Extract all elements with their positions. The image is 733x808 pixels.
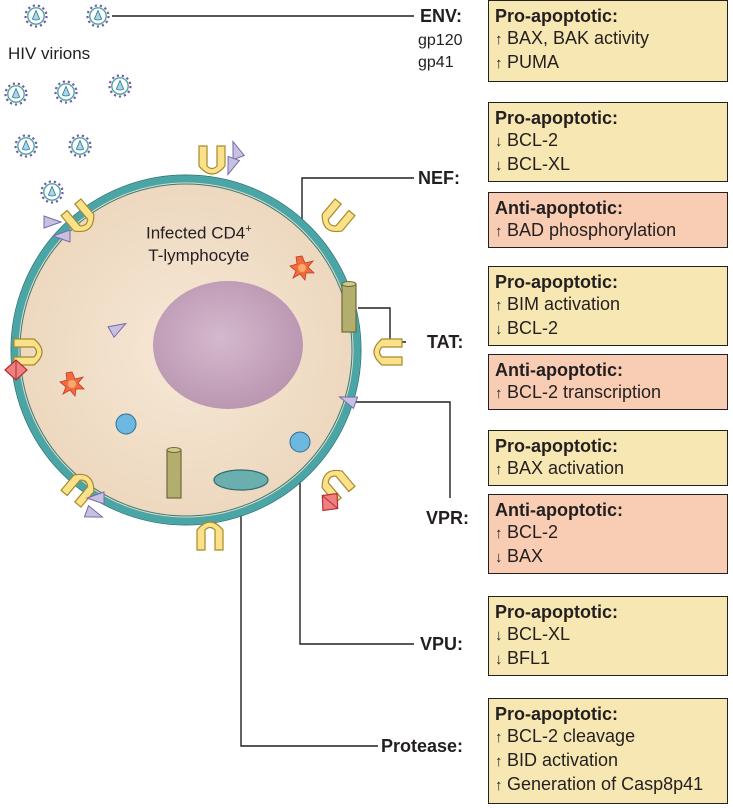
nef-anti-box: Anti-apoptotic: ↑BAD phosphorylation	[488, 192, 728, 248]
protease-label: Protease:	[381, 736, 464, 756]
cell-label-line1: Infected CD4	[146, 223, 246, 243]
arrow-down-icon: ↓	[495, 157, 503, 174]
tat-pro-title: Pro-apoptotic:	[495, 272, 618, 292]
arrow-up-icon: ↑	[495, 753, 503, 770]
arrow-up-icon: ↑	[495, 31, 503, 48]
nef-anti-title: Anti-apoptotic:	[495, 198, 623, 218]
vpr-anti-box: Anti-apoptotic: ↑BCL-2 ↓BAX	[488, 494, 728, 574]
vpu-connector	[299, 448, 414, 645]
arrow-down-icon: ↓	[495, 549, 503, 566]
env-pro-title: Pro-apoptotic:	[495, 6, 618, 26]
nef-pro-line2: ↓BCL-XL	[495, 153, 721, 177]
vpr-connector	[356, 401, 451, 498]
virus-label: HIV virions	[8, 44, 91, 63]
tat-pro-line1: ↑BIM activation	[495, 293, 721, 317]
protease-pro-box: Pro-apoptotic: ↑BCL-2 cleavage ↑BID acti…	[488, 698, 728, 804]
nef-pro-title: Pro-apoptotic:	[495, 108, 618, 128]
virion-icon	[4, 4, 132, 204]
env-pro-box: Pro-apoptotic: ↑BAX, BAK activity ↑PUMA	[488, 0, 728, 82]
tat-anti-line1: ↑BCL-2 transcription	[495, 381, 721, 405]
tat-label: TAT:	[427, 332, 464, 352]
vpr-pro-line1: ↑BAX activation	[495, 457, 721, 481]
protease-pro-title: Pro-apoptotic:	[495, 704, 618, 724]
env-label: ENV:	[420, 6, 463, 26]
ellipse-icon	[213, 469, 269, 491]
vpu-pro-line2: ↓BFL1	[495, 647, 721, 671]
arrow-up-icon: ↑	[495, 461, 503, 478]
protease-pro-line2: ↑BID activation	[495, 749, 721, 773]
arrow-up-icon: ↑	[495, 729, 503, 746]
vpu-pro-title: Pro-apoptotic:	[495, 602, 618, 622]
nef-anti-line1: ↑BAD phosphorylation	[495, 219, 721, 243]
arrow-up-icon: ↑	[495, 385, 503, 402]
tat-anti-box: Anti-apoptotic: ↑BCL-2 transcription	[488, 354, 728, 410]
tat-connector	[358, 307, 406, 343]
vpr-anti-line1: ↑BCL-2	[495, 521, 721, 545]
arrow-down-icon: ↓	[495, 651, 503, 668]
env-pro-line1: ↑BAX, BAK activity	[495, 27, 721, 51]
env-pro-line2: ↑PUMA	[495, 51, 721, 75]
vpu-pro-box: Pro-apoptotic: ↓BCL-XL ↓BFL1	[488, 596, 728, 676]
nef-label: NEF:	[418, 168, 460, 188]
arrow-down-icon: ↓	[495, 133, 503, 150]
circle-icon	[115, 413, 311, 453]
protease-pro-line1: ↑BCL-2 cleavage	[495, 725, 721, 749]
arrow-down-icon: ↓	[495, 321, 503, 338]
vpr-pro-title: Pro-apoptotic:	[495, 436, 618, 456]
protease-connector	[240, 488, 378, 747]
tat-pro-box: Pro-apoptotic: ↑BIM activation ↓BCL-2	[488, 266, 728, 346]
nucleus	[153, 281, 303, 409]
env-sub2: gp41	[418, 54, 454, 71]
vpu-pro-line1: ↓BCL-XL	[495, 623, 721, 647]
vpr-pro-box: Pro-apoptotic: ↑BAX activation	[488, 430, 728, 486]
protease-pro-line3: ↑Generation of Casp8p41	[495, 773, 721, 797]
arrow-up-icon: ↑	[495, 55, 503, 72]
arrow-up-icon: ↑	[495, 297, 503, 314]
arrow-up-icon: ↑	[495, 223, 503, 240]
nef-pro-line1: ↓BCL-2	[495, 129, 721, 153]
cell-label-line2: T-lymphocyte	[148, 245, 250, 265]
tat-pro-line2: ↓BCL-2	[495, 317, 721, 341]
vpr-anti-title: Anti-apoptotic:	[495, 500, 623, 520]
tat-anti-title: Anti-apoptotic:	[495, 360, 623, 380]
vpr-anti-line2: ↓BAX	[495, 545, 721, 569]
vpu-label: VPU:	[420, 634, 464, 654]
arrow-up-icon: ↑	[495, 525, 503, 542]
vpr-label: VPR:	[426, 508, 470, 528]
nef-pro-box: Pro-apoptotic: ↓BCL-2 ↓BCL-XL	[488, 102, 728, 182]
arrow-down-icon: ↓	[495, 627, 503, 644]
cell-label-sup: +	[245, 223, 252, 235]
cell-label: Infected CD4+ T-lymphocyte	[146, 218, 252, 267]
arrow-up-icon: ↑	[495, 777, 503, 794]
env-sub1: gp120	[418, 32, 463, 49]
